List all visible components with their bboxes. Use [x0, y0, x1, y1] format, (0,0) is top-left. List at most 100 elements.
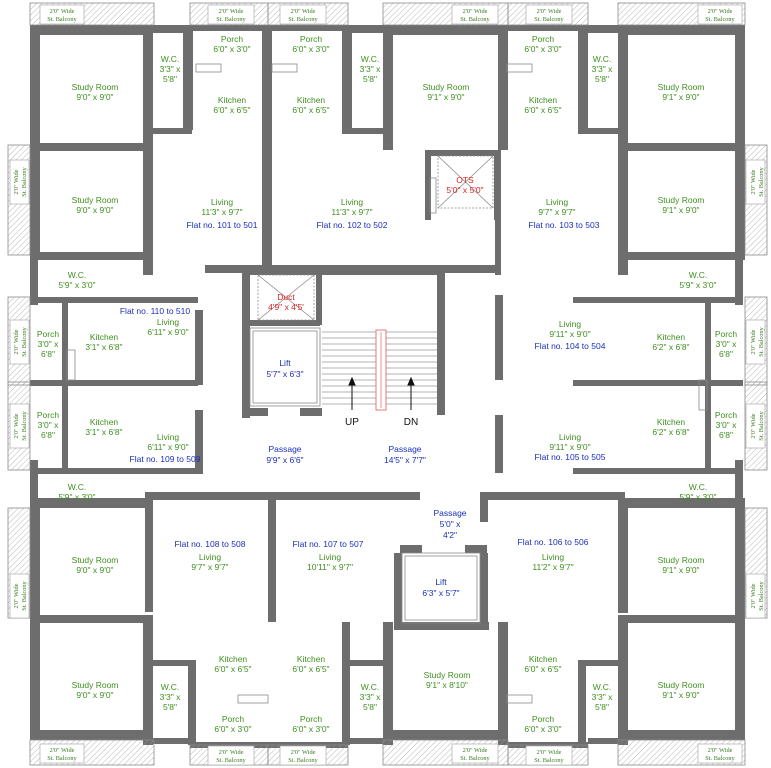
room-name: Living — [157, 432, 179, 442]
room-name: Porch — [715, 329, 737, 339]
balcony-label-width: 2'0" Wide — [50, 8, 75, 15]
room-name: Study Room — [658, 195, 705, 205]
room-name: Study Room — [72, 680, 119, 690]
passage-1-label: Passage 9'9" x 6'6" — [266, 444, 303, 465]
passage-1-size: 9'9" x 6'6" — [266, 455, 303, 465]
room-size: 6'11" x 9'0" — [147, 327, 188, 337]
balcony-label-type: St. Balcony — [758, 166, 765, 196]
room-size: 6'8" — [719, 349, 733, 359]
room-name: Kitchen — [529, 95, 558, 105]
room-size: 3'3" x — [360, 692, 381, 702]
balcony-label-type: St. Balcony — [758, 580, 765, 610]
room-size: 5'8" — [163, 74, 177, 84]
stair-well-rail — [375, 329, 387, 411]
room-size: 6'0" x 3'0" — [292, 44, 329, 54]
room-name: Living — [319, 552, 341, 562]
ots-size: 5'0" x 5'0" — [446, 185, 483, 195]
balcony-label-type: St. Balcony — [21, 580, 28, 610]
balcony-label-fields — [9, 4, 766, 766]
balcony-label-type: St. Balcony — [21, 410, 28, 440]
room-size: 3'3" x — [592, 692, 613, 702]
lift-2-label: Lift 6'3" x 5'7" — [422, 577, 459, 598]
balcony-label-type: St. Balcony — [21, 166, 28, 196]
room-name: Study Room — [424, 670, 471, 680]
room-name: Porch — [222, 714, 244, 724]
room-size: 5'9" x 3'0" — [58, 492, 95, 502]
lift-2-name: Lift — [435, 577, 447, 587]
room-size: 3'0" x — [38, 339, 59, 349]
room-name: Kitchen — [90, 332, 119, 342]
room-name: Porch — [37, 329, 59, 339]
room-name: Living — [546, 197, 568, 207]
flat-number-label: Flat no. 109 to 509 — [130, 454, 201, 464]
room-size: 5'8" — [595, 74, 609, 84]
room-name: Living — [341, 197, 363, 207]
room-name: W.C. — [593, 682, 611, 692]
room-size: 3'3" x — [592, 64, 613, 74]
room-size: 6'0" x 6'5" — [292, 664, 329, 674]
window-frames — [66, 63, 708, 704]
room-name: Kitchen — [297, 95, 326, 105]
room-size: 9'0" x 9'0" — [76, 690, 113, 700]
room-name: W.C. — [161, 54, 179, 64]
room-size: 6'0" x 6'5" — [524, 105, 561, 115]
balcony-label-width: 2'0" Wide — [463, 8, 488, 15]
room-name: Study Room — [423, 82, 470, 92]
room-size: 9'11" x 9'0" — [549, 329, 590, 339]
room-name: Study Room — [72, 82, 119, 92]
balcony-label-width: 2'0" Wide — [537, 749, 562, 756]
balcony-label-width: 2'0" Wide — [537, 8, 562, 15]
room-size: 11'3" x 9'7" — [201, 207, 242, 217]
room-name: Kitchen — [297, 654, 326, 664]
room-size: 6'0" x 3'0" — [524, 44, 561, 54]
lift-1-label: Lift 5'7" x 6'3" — [266, 358, 303, 379]
room-name: Study Room — [72, 555, 119, 565]
flat-number-label: Flat no. 101 to 501 — [187, 220, 258, 230]
passage-1-name: Passage — [268, 444, 301, 454]
room-size: 9'1" x 8'10" — [426, 680, 468, 690]
room-size: 9'1" x 9'0" — [662, 690, 699, 700]
balcony-label-width: 2'0" Wide — [291, 749, 316, 756]
duct-size: 4'9" x 4'5' — [268, 302, 304, 312]
room-size: 9'0" x 9'0" — [76, 565, 113, 575]
room-name: Kitchen — [657, 417, 686, 427]
balcony-label-type: St. Balcony — [216, 757, 246, 764]
room-size: 3'3" x — [160, 64, 181, 74]
room-size: 5'8" — [363, 74, 377, 84]
balcony-label-type: St. Balcony — [288, 16, 318, 23]
room-size: 3'0" x — [716, 420, 737, 430]
room-size: 6'0" x 6'5" — [292, 105, 329, 115]
room-size: 11'2" x 9'7" — [532, 562, 573, 572]
balcony-label-type: St. Balcony — [534, 16, 564, 23]
passage-3-size-line1: 5'0" x — [440, 519, 461, 529]
passage-3-label: Passage 5'0" x 4'2" — [433, 508, 466, 540]
balcony-label-width: 2'0" Wide — [219, 749, 244, 756]
stair-down-label: DN — [404, 417, 418, 428]
balcony-label-width: 2'0" Wide — [291, 8, 316, 15]
balcony-label-type: St. Balcony — [758, 410, 765, 440]
balcony-label-width: 2'0" Wide — [708, 747, 733, 754]
room-name: Kitchen — [218, 95, 247, 105]
room-name: Porch — [300, 34, 322, 44]
room-size: 6'2" x 6'8" — [652, 427, 689, 437]
room-name: Study Room — [658, 555, 705, 565]
room-size: 9'11" x 9'0" — [549, 442, 590, 452]
room-size: 5'9" x 3'0" — [58, 280, 95, 290]
duct-label: Duct 4'9" x 4'5' — [268, 292, 304, 312]
balcony-label-type: St. Balcony — [705, 16, 735, 23]
room-size: 5'9" x 3'0" — [679, 492, 716, 502]
room-name: Kitchen — [90, 417, 119, 427]
passage-3-name: Passage — [433, 508, 466, 518]
balcony-label-width: 2'0" Wide — [750, 413, 757, 438]
flat-number-label: Flat no. 102 to 502 — [317, 220, 388, 230]
room-name: Kitchen — [529, 654, 558, 664]
balcony-label-type: St. Balcony — [21, 326, 28, 356]
room-name: Kitchen — [219, 654, 248, 664]
balcony-label-width: 2'0" Wide — [13, 583, 20, 608]
room-size: 3'1" x 6'8" — [85, 342, 122, 352]
room-size: 9'0" x 9'0" — [76, 92, 113, 102]
room-size: 3'0" x — [38, 420, 59, 430]
room-name: W.C. — [593, 54, 611, 64]
